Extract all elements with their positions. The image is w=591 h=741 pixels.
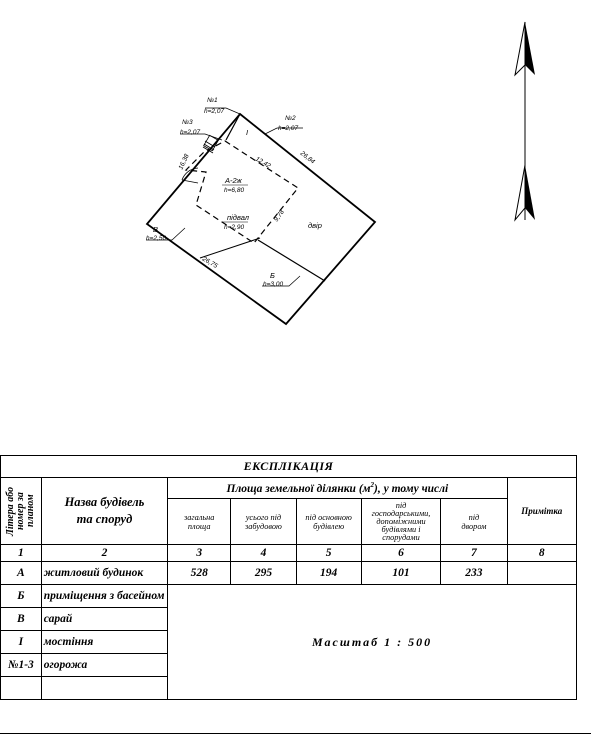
fence-1-height: h=2,07	[204, 108, 224, 115]
table-row: №1-3 огорожа	[0, 653, 577, 677]
building-b-line	[257, 239, 326, 282]
area-header: Площа земельної ділянки (м2), у тому чис…	[167, 477, 508, 499]
plot-boundary	[145, 112, 377, 326]
column-numbers-row: 1 2 3 4 5 6 7 8	[0, 544, 578, 562]
col-num: 1	[0, 544, 42, 562]
row-letter	[0, 676, 42, 700]
row-letter: Б	[0, 584, 42, 608]
bottom-divider	[0, 733, 591, 734]
col-num: 7	[440, 544, 508, 562]
row-name: приміщення з басейном	[40, 584, 169, 608]
stairs-icon	[202, 134, 219, 154]
row-yard: 233	[440, 561, 508, 585]
row-total: 528	[167, 561, 232, 585]
row-name: житловий будинок	[40, 561, 169, 585]
fence-3-label: №3	[182, 119, 193, 126]
door-arc	[181, 167, 199, 181]
row-aux: 101	[360, 561, 442, 585]
table-title: ЕКСПЛІКАЦІЯ	[0, 455, 577, 478]
dim-inner: 12,42	[254, 156, 272, 170]
col-note-header: Примітка	[506, 477, 578, 545]
row-built: 295	[230, 561, 297, 585]
row-letter: В	[0, 607, 42, 631]
row-name	[40, 676, 169, 700]
row-note	[506, 561, 578, 585]
col-num: 4	[230, 544, 297, 562]
scale-label: Масштаб 1 : 500	[312, 634, 433, 649]
basement-height: h=2,90	[224, 224, 244, 231]
row-name: огорожа	[40, 653, 169, 677]
building-v-height: h=2,50	[146, 235, 166, 242]
building-v-title: В	[153, 225, 158, 234]
north-arrow-icon	[514, 21, 535, 222]
table-row	[0, 676, 577, 700]
building-v-line	[199, 237, 261, 259]
row-letter: №1-3	[0, 653, 42, 677]
scale-cell: Масштаб 1 : 500	[167, 584, 577, 700]
fence-line	[225, 113, 241, 141]
dim-bottom: 26,75	[200, 255, 219, 270]
site-plan: №1 h=2,07 №3 h=2,07 №2 h=2,07 І 26,84 16…	[145, 97, 377, 326]
house-a-outline	[184, 140, 299, 244]
table-row: А житловий будинок 528 295 194 101 233	[0, 561, 578, 585]
row-name: мостіння	[40, 630, 169, 654]
building-b-height: h=3,00	[263, 281, 283, 288]
basement-label: підвал	[227, 213, 250, 222]
paving-label: І	[246, 128, 248, 137]
col-num: 5	[295, 544, 362, 562]
row-main: 194	[295, 561, 362, 585]
fence-2-label: №2	[285, 115, 296, 122]
explication-table: ЕКСПЛІКАЦІЯ Літера або номер за планом Н…	[0, 455, 578, 700]
row-name: сарай	[40, 607, 169, 631]
col-num: 3	[167, 544, 232, 562]
col-num: 8	[506, 544, 578, 562]
col-num: 6	[360, 544, 442, 562]
fence-1-label: №1	[207, 97, 218, 104]
building-b-title: Б	[270, 271, 275, 280]
fence-3-height: h=2,07	[180, 129, 200, 136]
table-row: Б приміщення з басейном Масштаб 1 : 500	[0, 584, 577, 700]
col-letter-header: Літера або номер за планом	[0, 477, 42, 545]
house-a-title: А-2ж	[224, 176, 243, 185]
fence-2-height: h=2,07	[278, 125, 298, 132]
row-letter: А	[0, 561, 42, 585]
house-a-height: h=6,80	[224, 187, 244, 194]
yard-label: двір	[308, 221, 322, 230]
dim-inner2: 9,78	[273, 208, 286, 223]
col-num: 2	[40, 544, 169, 562]
dim-side: 16,38	[177, 153, 190, 171]
row-letter: І	[0, 630, 42, 654]
